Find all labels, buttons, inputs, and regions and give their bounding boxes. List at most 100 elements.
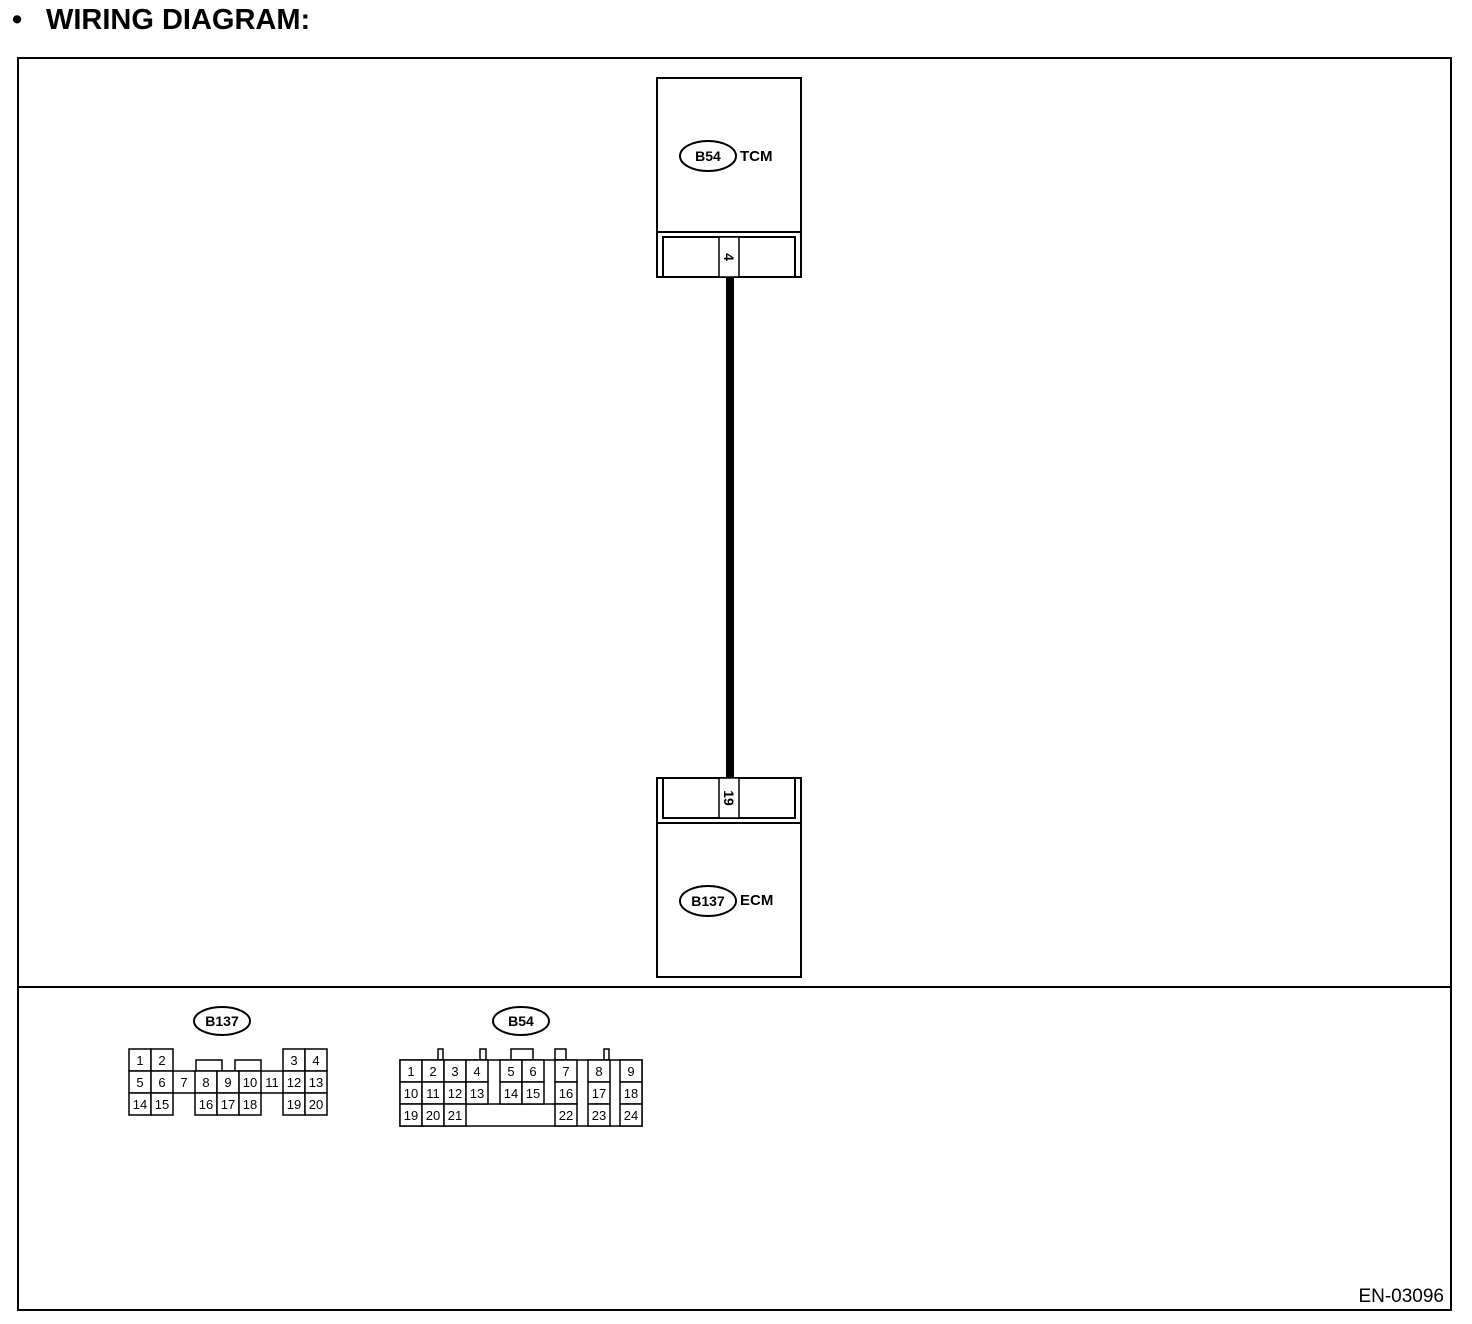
b54-pin-label: 17 — [592, 1086, 606, 1101]
tcm-connector-badge — [679, 140, 737, 172]
b137-pin: 12 — [282, 1070, 306, 1094]
tcm-pin-cell — [718, 236, 740, 278]
ecm-connector-badge — [679, 885, 737, 917]
b54-pin: 21 — [443, 1103, 467, 1127]
b137-pin-label: 9 — [224, 1075, 231, 1090]
ecm-label: ECM — [740, 892, 773, 909]
b54-pin: 23 — [587, 1103, 611, 1127]
b54-pin: 6 — [521, 1059, 545, 1083]
b54-pin-label: 6 — [529, 1064, 536, 1079]
b137-pin-label: 4 — [312, 1053, 319, 1068]
b54-pin-label: 8 — [595, 1064, 602, 1079]
b54-pin: 11 — [421, 1081, 445, 1105]
b137-pin-label: 14 — [133, 1097, 147, 1112]
b54-pin-label: 15 — [526, 1086, 540, 1101]
b54-pin-label: 14 — [504, 1086, 518, 1101]
tcm-module: 4 B54 TCM — [656, 77, 802, 278]
b137-badge — [193, 1006, 251, 1036]
section-heading: • WIRING DIAGRAM: — [12, 4, 310, 37]
b137-pin: 9 — [216, 1070, 240, 1094]
b137-pin: 5 — [128, 1070, 152, 1094]
heading-title: WIRING DIAGRAM: — [46, 4, 311, 36]
b137-tab — [173, 1059, 283, 1094]
figure-code: EN-03096 — [1358, 1286, 1444, 1307]
b54-pin-label: 9 — [627, 1064, 634, 1079]
b54-pin-label: 21 — [448, 1108, 462, 1123]
b54-pin: 15 — [521, 1081, 545, 1105]
b54-badge-label: B54 — [508, 1013, 534, 1029]
b54-pin-label: 1 — [407, 1064, 414, 1079]
b54-pin-label: 11 — [426, 1086, 440, 1101]
b54-pin: 4 — [465, 1059, 489, 1083]
b137-pin: 1 — [128, 1048, 152, 1072]
b54-pin-label: 16 — [559, 1086, 573, 1101]
b54-pin: 19 — [399, 1103, 423, 1127]
b54-pin: 2 — [421, 1059, 445, 1083]
connector-view-frame — [17, 986, 1452, 1311]
b54-pin-label: 20 — [426, 1108, 440, 1123]
b54-pin: 9 — [619, 1059, 643, 1083]
b137-badge-label: B137 — [205, 1013, 239, 1029]
b54-pin-label: 7 — [562, 1064, 569, 1079]
b54-pin-label: 13 — [470, 1086, 484, 1101]
b54-pin-label: 5 — [507, 1064, 514, 1079]
b137-pin: 18 — [238, 1092, 262, 1116]
b137-pin: 20 — [304, 1092, 328, 1116]
b54-pin-label: 19 — [404, 1108, 418, 1123]
b137-pin: 11 — [265, 1075, 279, 1090]
b54-pin: 12 — [443, 1081, 467, 1105]
b54-pin-label: 22 — [559, 1108, 573, 1123]
b137-pin-label: 18 — [243, 1097, 257, 1112]
b137-pin-label: 8 — [202, 1075, 209, 1090]
b54-pin: 18 — [619, 1081, 643, 1105]
b137-pin-label: 15 — [155, 1097, 169, 1112]
b137-pin-label: 3 — [290, 1053, 297, 1068]
b54-badge — [492, 1006, 550, 1036]
b137-pin-label: 16 — [199, 1097, 213, 1112]
b54-pin: 17 — [587, 1081, 611, 1105]
b137-pin-label: 6 — [158, 1075, 165, 1090]
b137-pin: 13 — [304, 1070, 328, 1094]
b137-pin: 10 — [238, 1070, 262, 1094]
b137-pin-label: 1 — [136, 1053, 143, 1068]
b54-pin-label: 10 — [404, 1086, 418, 1101]
ecm-pin-cell — [718, 777, 740, 819]
b54-pin-label: 12 — [448, 1086, 462, 1101]
bullet: • — [12, 4, 23, 36]
b137-pin: 6 — [150, 1070, 174, 1094]
b54-pin-label: 2 — [429, 1064, 436, 1079]
b137-pin-label: 2 — [158, 1053, 165, 1068]
b137-pin-label: 10 — [243, 1075, 257, 1090]
tcm-pin-label: 4 — [721, 253, 737, 261]
b54-pin: 1 — [399, 1059, 423, 1083]
b137-pin-label: 13 — [309, 1075, 323, 1090]
b137-pin: 16 — [194, 1092, 218, 1116]
b137-pin: 3 — [282, 1048, 306, 1072]
b54-pin: 20 — [421, 1103, 445, 1127]
b54-pin: 13 — [465, 1081, 489, 1105]
b137-pin-label: 7 — [180, 1075, 187, 1090]
b54-pin-label: 4 — [473, 1064, 480, 1079]
b54-pin: 10 — [399, 1081, 423, 1105]
ecm-module: 19 B137 ECM — [656, 777, 802, 978]
b137-pin: 14 — [128, 1092, 152, 1116]
b137-pin: 2 — [150, 1048, 174, 1072]
b137-pin-label: 19 — [287, 1097, 301, 1112]
b137-pin-label: 5 — [136, 1075, 143, 1090]
b137-pin-label: 12 — [287, 1075, 301, 1090]
b54-pin: 16 — [554, 1081, 578, 1105]
b137-pin: 4 — [304, 1048, 328, 1072]
b54-pin: 3 — [443, 1059, 467, 1083]
b137-pin: 8 — [194, 1070, 218, 1094]
ecm-connector-id: B137 — [691, 893, 725, 909]
b137-pin-label: 20 — [309, 1097, 323, 1112]
b54-pin-label: 23 — [592, 1108, 606, 1123]
b137-pin-label: 11 — [265, 1075, 279, 1090]
b54-pin: 22 — [554, 1103, 578, 1127]
b137-pin: 17 — [216, 1092, 240, 1116]
b54-pin: 5 — [499, 1059, 523, 1083]
